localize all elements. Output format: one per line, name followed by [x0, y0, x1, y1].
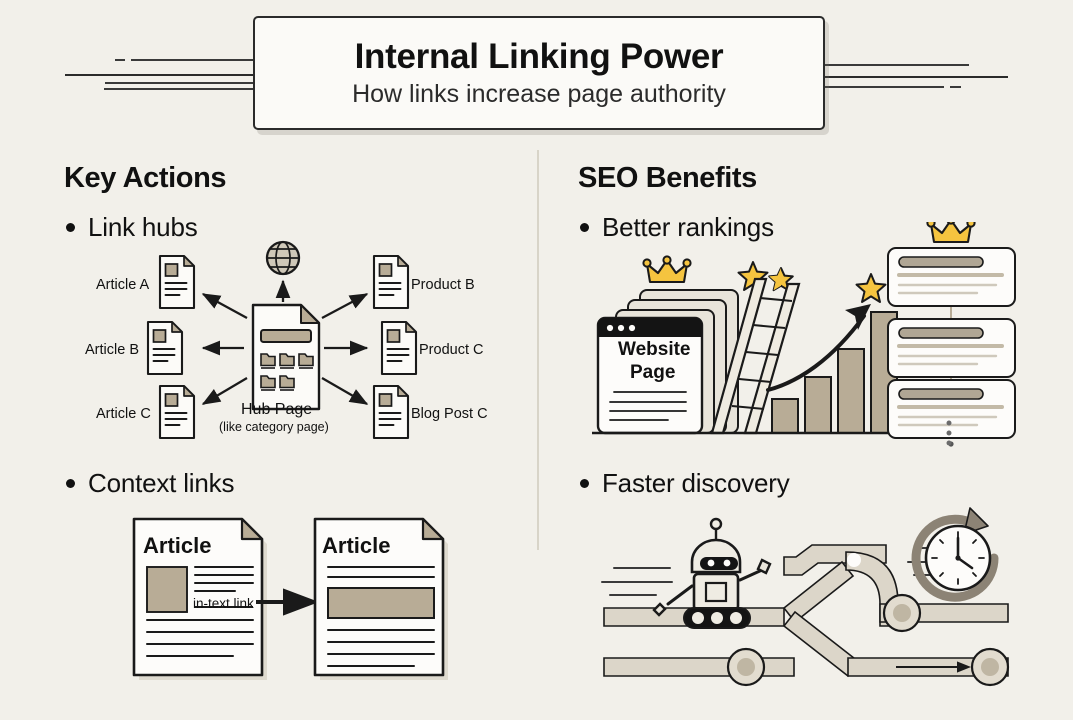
path-node-icon	[970, 647, 1010, 687]
source-article-document	[132, 517, 267, 680]
document-icon	[158, 254, 196, 310]
bullet-dot-icon	[66, 479, 75, 488]
serp-result-card	[887, 379, 1016, 439]
deco-rule-left-1	[115, 59, 125, 61]
bullet-context-links: Context links	[66, 468, 234, 499]
title-banner: Internal Linking Power How links increas…	[253, 16, 825, 130]
deco-rule-right-4	[950, 86, 961, 88]
deco-rule-left-3	[65, 74, 253, 76]
document-icon	[380, 320, 418, 376]
faster-discovery-diagram	[601, 507, 1010, 687]
clock-refresh-icon	[911, 507, 999, 602]
document-icon	[158, 384, 196, 440]
speed-lines-icon	[601, 567, 673, 596]
bullet-label: Faster discovery	[602, 468, 790, 498]
hub-node-label-article-c: Article C	[96, 406, 151, 422]
bullet-label: Link hubs	[88, 212, 198, 242]
deco-rule-right-2	[821, 76, 1008, 78]
star-icon	[855, 273, 887, 303]
browser-mock-line-2: Page	[630, 362, 676, 383]
better-rankings-diagram	[592, 222, 1016, 447]
path-highlight-node	[847, 553, 861, 567]
hub-page-document-icon	[251, 303, 321, 411]
bullet-link-hubs: Link hubs	[66, 212, 198, 243]
bullet-better-rankings: Better rankings	[580, 212, 774, 243]
document-icon	[372, 384, 410, 440]
column-heading-key-actions: Key Actions	[64, 162, 227, 194]
globe-icon	[265, 240, 301, 276]
hub-node-label-article-a: Article A	[96, 277, 150, 293]
document-icon	[146, 320, 184, 376]
serp-result-card	[887, 318, 1016, 378]
growth-bar-chart	[771, 311, 898, 434]
serp-more-indicator	[946, 420, 952, 446]
bullet-label: Context links	[88, 468, 235, 498]
deco-rule-left-2	[131, 59, 253, 61]
context-links-diagram	[132, 517, 448, 680]
source-article-title: Article	[143, 533, 212, 558]
crawler-robot-icon	[652, 517, 772, 629]
hub-node-label-blog-post-c: Blog Post C	[411, 406, 488, 422]
bullet-label: Better rankings	[602, 212, 774, 242]
page-subtitle: How links increase page authority	[352, 80, 726, 109]
deco-rule-right-1	[821, 64, 969, 66]
hub-node-label-article-b: Article B	[85, 342, 139, 358]
target-article-title: Article	[322, 533, 391, 558]
growth-arrow-head-icon	[845, 304, 871, 330]
bullet-faster-discovery: Faster discovery	[580, 468, 790, 499]
browser-window-mock	[596, 316, 704, 435]
target-article-document	[313, 517, 448, 680]
crown-icon	[926, 222, 976, 244]
browser-mock-line-1: Website	[618, 339, 691, 360]
hub-arrows	[201, 279, 369, 405]
serp-result-card	[887, 247, 1016, 307]
hub-node-label-product-b: Product B	[411, 277, 475, 293]
column-heading-seo-benefits: SEO Benefits	[578, 162, 757, 194]
hub-page-subcaption: (like category page)	[219, 420, 329, 434]
page-title: Internal Linking Power	[354, 36, 724, 76]
growth-arrow-icon	[766, 314, 866, 392]
bullet-dot-icon	[66, 223, 75, 232]
bullet-dot-icon	[580, 223, 589, 232]
hub-page-caption: Hub Page	[241, 401, 313, 418]
bullet-dot-icon	[580, 479, 589, 488]
hub-node-label-product-c: Product C	[419, 342, 484, 358]
deco-rule-right-3	[821, 86, 944, 88]
deco-rule-left-5	[104, 88, 253, 90]
link-hubs-diagram	[146, 240, 418, 440]
column-divider	[537, 150, 539, 550]
document-icon	[372, 254, 410, 310]
in-text-link-label: in-text link	[193, 596, 254, 611]
path-node-icon	[882, 593, 922, 633]
crown-icon	[642, 255, 692, 284]
path-node-icon	[726, 647, 766, 687]
deco-rule-left-4	[105, 82, 253, 84]
